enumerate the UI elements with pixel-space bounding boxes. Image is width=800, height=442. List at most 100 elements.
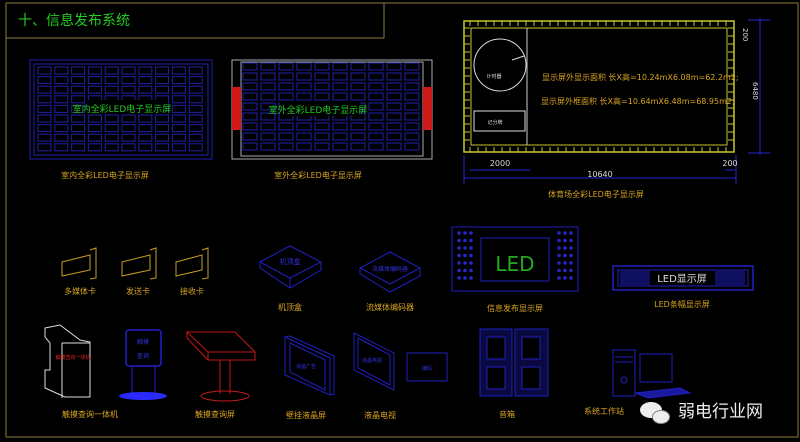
led-dot: [557, 276, 561, 280]
led-module: [104, 133, 119, 142]
workstation-label: 系统工作站: [584, 406, 624, 416]
scoreboard-label: 记分牌: [487, 119, 502, 126]
led-module: [87, 85, 102, 94]
sender-card-label: 发送卡: [126, 286, 150, 296]
led-module: [121, 114, 136, 123]
led-module: [104, 143, 119, 152]
led-dot: [569, 238, 573, 243]
kiosk-label: 触摸查询一体机: [62, 409, 118, 419]
led-module: [260, 142, 276, 151]
set-top-box: [258, 245, 323, 289]
led-dot: [563, 261, 567, 265]
led-module: [314, 72, 330, 81]
led-module: [155, 76, 170, 85]
led-module: [278, 122, 294, 131]
kiosk: [44, 324, 91, 398]
led-module: [350, 92, 366, 101]
led-module: [296, 72, 312, 81]
wechat-icon: [640, 401, 670, 424]
led-dot: [469, 238, 473, 243]
led-module: [278, 132, 294, 141]
led-module: [138, 133, 153, 142]
led-module: [350, 62, 366, 71]
dim-top: 200: [741, 28, 749, 41]
led-module: [242, 102, 258, 111]
led-module: [278, 92, 294, 101]
led-module: [188, 124, 203, 133]
speaker-label: 音箱: [499, 409, 515, 419]
led-module: [71, 85, 86, 94]
led-module: [71, 76, 86, 85]
stadium-screen-caption: 体育场全彩LED电子显示屏: [548, 189, 644, 199]
led-dot: [569, 246, 573, 250]
led-module: [404, 112, 420, 121]
info-display-screen: [451, 226, 579, 292]
led-module: [332, 122, 348, 131]
indoor-screen-caption: 室内全彩LED电子显示屏: [61, 170, 149, 180]
led-dot: [569, 276, 573, 280]
led-dot: [569, 231, 573, 235]
led-module: [242, 122, 258, 131]
led-module: [404, 82, 420, 91]
speakers: [479, 328, 549, 397]
led-module: [242, 92, 258, 101]
led-module: [188, 66, 203, 75]
led-module: [368, 72, 384, 81]
led-dot: [557, 268, 561, 273]
led-module: [314, 62, 330, 71]
led-dot: [457, 268, 461, 273]
banner-screen-label: LED条幅显示屏: [654, 299, 710, 309]
led-dot: [557, 231, 561, 235]
led-module: [278, 82, 294, 91]
led-dot: [457, 261, 461, 265]
led-dot: [563, 246, 567, 250]
led-module: [121, 143, 136, 152]
led-module: [87, 114, 102, 123]
lcd-tv: [353, 332, 395, 391]
led-module: [54, 66, 69, 75]
led-text: LED: [495, 252, 534, 276]
multimedia-card-label: 多媒体卡: [64, 286, 96, 296]
led-module: [278, 62, 294, 71]
led-dot: [569, 261, 573, 265]
led-module: [121, 124, 136, 133]
led-module: [296, 122, 312, 131]
frame-area-text: 显示屏外框面积 长X高=10.64mX6.48m=68.95m2;: [541, 96, 735, 106]
set-top-box-face: 机顶盒: [280, 257, 301, 266]
led-dot: [457, 231, 461, 235]
led-module: [71, 124, 86, 133]
led-module: [350, 142, 366, 151]
led-module: [260, 122, 276, 131]
led-module: [54, 143, 69, 152]
encoder-label: 流媒体编码器: [366, 302, 414, 312]
led-module: [386, 112, 402, 121]
led-module: [37, 104, 52, 113]
led-module: [54, 133, 69, 142]
led-dot: [469, 231, 473, 235]
led-module: [37, 124, 52, 133]
led-dot: [463, 253, 467, 258]
led-module: [121, 66, 136, 75]
led-module: [386, 82, 402, 91]
led-dot: [463, 231, 467, 235]
led-module: [188, 114, 203, 123]
led-module: [188, 143, 203, 152]
led-dot: [563, 253, 567, 258]
touch-stand-face-2: 查询: [137, 352, 149, 360]
lcd-tv-label: 液晶电视: [364, 410, 396, 420]
led-module: [296, 62, 312, 71]
led-module: [314, 82, 330, 91]
led-module: [87, 143, 102, 152]
stadium-led-screen: 计时器 记分牌 显示屏外显示面积 长X高=10.24mX6.08m=62.2m2…: [463, 20, 739, 153]
led-module: [260, 72, 276, 81]
led-module: [155, 133, 170, 142]
led-module: [404, 122, 420, 131]
led-module: [138, 85, 153, 94]
led-module: [155, 114, 170, 123]
led-module: [242, 72, 258, 81]
small-device: [406, 352, 448, 382]
led-module: [71, 133, 86, 142]
led-dot: [457, 246, 461, 250]
